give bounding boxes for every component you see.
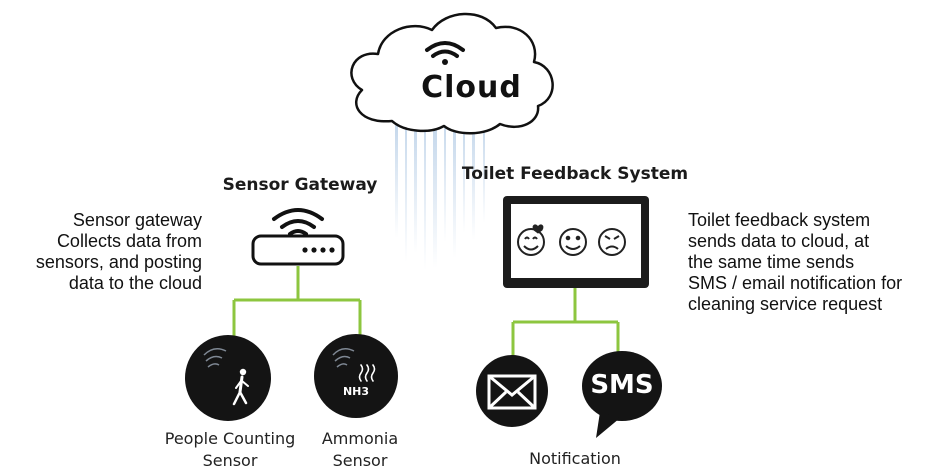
caption-line: Sensor bbox=[332, 451, 388, 470]
ammonia-caption: Ammonia Sensor bbox=[300, 428, 420, 472]
people-counting-caption: People Counting Sensor bbox=[130, 428, 330, 472]
connector-lines bbox=[232, 266, 620, 356]
gas-icon bbox=[358, 364, 376, 382]
router-icon bbox=[251, 208, 345, 266]
wifi-icon bbox=[425, 41, 465, 65]
angry-face-icon bbox=[598, 228, 626, 256]
feedback-description-line: SMS / email notification for bbox=[688, 273, 903, 293]
feedback-description-line: Toilet feedback system bbox=[688, 210, 871, 230]
gateway-description-line: data to the cloud bbox=[68, 273, 202, 293]
smile-face-icon bbox=[559, 228, 587, 256]
walking-person-icon bbox=[232, 368, 249, 406]
people-counting-sensor-icon bbox=[185, 335, 271, 421]
nh3-badge: NH3 bbox=[342, 385, 370, 398]
gateway-description-line: Collects data from bbox=[56, 231, 202, 251]
envelope-icon bbox=[476, 355, 548, 427]
caption-line: Ammonia bbox=[321, 429, 399, 448]
feedback-description-line: cleaning service request bbox=[688, 294, 883, 314]
signal-beams bbox=[395, 105, 485, 270]
feedback-description-line: sends data to cloud, at bbox=[688, 231, 870, 251]
notification-caption: Notification bbox=[529, 449, 621, 468]
gateway-description-line: Sensor gateway bbox=[72, 210, 202, 230]
feedback-description: Toilet feedback system sends data to clo… bbox=[688, 210, 938, 315]
feedback-description-line: the same time sends bbox=[688, 252, 855, 272]
caption-line: People Counting bbox=[164, 429, 296, 448]
ammonia-sensor-icon bbox=[314, 334, 398, 418]
caption-line: Sensor bbox=[202, 451, 258, 470]
cloud-label: Cloud bbox=[421, 70, 522, 105]
cloud-icon bbox=[350, 12, 554, 135]
sms-bubble-icon bbox=[582, 351, 662, 438]
feedback-title: Toilet Feedback System bbox=[461, 164, 689, 184]
gateway-title: Sensor Gateway bbox=[222, 175, 378, 195]
gateway-description-line: sensors, and posting bbox=[35, 252, 202, 272]
sms-text: SMS bbox=[590, 370, 654, 400]
love-face-icon bbox=[517, 224, 545, 256]
gateway-description: Sensor gateway Collects data from sensor… bbox=[8, 210, 202, 294]
feedback-tablet bbox=[503, 196, 649, 288]
